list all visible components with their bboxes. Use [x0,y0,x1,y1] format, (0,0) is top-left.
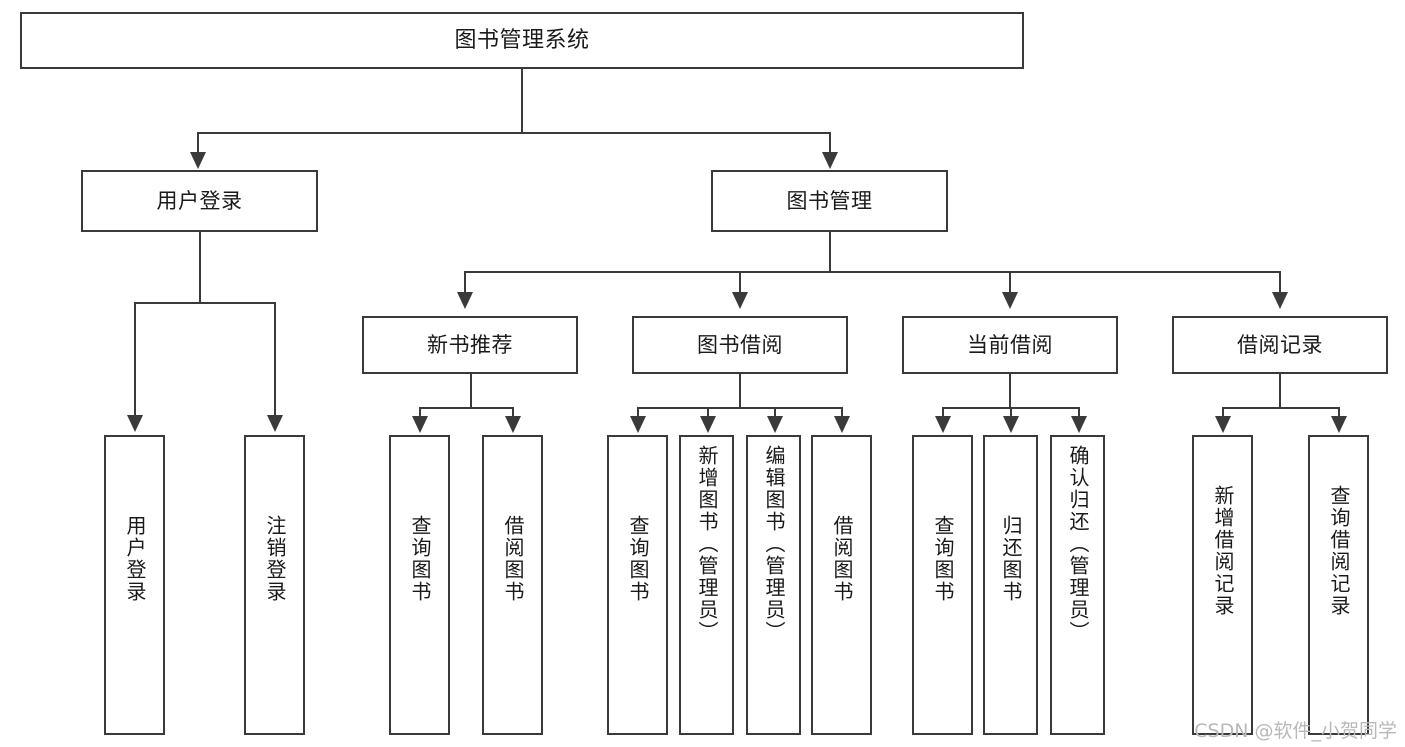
connector-root-bus [197,132,829,134]
leaf-label: 借阅图书 [501,515,525,603]
arrowhead-to-book-borrow [732,292,748,309]
arrowhead-current-borrow-leaf-2 [1003,416,1019,433]
arrowhead-root-to-user-login [190,152,206,169]
arrowhead-new-book-leaf-1 [412,416,428,433]
connector-book-borrow-drop-3 [774,407,776,419]
connector-root-drop-1 [197,132,199,155]
leaf-label: 查询借阅记录 [1327,485,1351,617]
leaf-label: 新增借阅记录 [1211,485,1235,617]
arrowhead-to-leaf-logout [267,415,283,432]
node-new-book-recommend[interactable]: 新书推荐 [362,316,578,374]
arrowhead-borrow-record-leaf-1 [1215,416,1231,433]
connector-borrow-record-drop-1 [1222,407,1224,419]
arrowhead-to-leaf-user-login [127,415,143,432]
node-label: 图书管理 [786,188,873,213]
connector-book-mgmt-drop-2 [739,271,741,295]
arrowhead-book-borrow-leaf-3 [767,416,783,433]
connector-current-borrow-stem [1009,374,1011,407]
leaf-current-query-book[interactable]: 查询图书 [912,435,973,735]
connector-user-login-bus [134,302,275,304]
arrowhead-to-borrow-record [1272,292,1288,309]
node-label: 当前借阅 [967,332,1053,357]
connector-user-login-stem [199,232,201,302]
connector-root-drop-2 [829,132,831,155]
leaf-label: 查询图书 [408,515,432,603]
leaf-edit-book-admin[interactable]: 编辑图书（管理员） [746,435,801,735]
leaf-return-book[interactable]: 归还图书 [983,435,1038,735]
leaf-label: 用户登录 [123,515,147,603]
connector-current-borrow-drop-3 [1078,407,1080,419]
leaf-new-book-query[interactable]: 查询图书 [389,435,450,735]
node-book-borrow[interactable]: 图书借阅 [632,316,848,374]
connector-new-book-bus [419,407,512,409]
arrowhead-new-book-leaf-2 [505,416,521,433]
node-borrow-record[interactable]: 借阅记录 [1172,316,1388,374]
arrowhead-book-borrow-leaf-2 [700,416,716,433]
connector-borrow-record-bus [1222,407,1338,409]
leaf-label: 确认归还（管理员） [1066,445,1090,643]
leaf-borrow-query-book[interactable]: 查询图书 [607,435,668,735]
arrowhead-book-borrow-leaf-1 [630,416,646,433]
arrowhead-current-borrow-leaf-3 [1071,416,1087,433]
connector-book-borrow-bus [637,407,841,409]
leaf-label: 查询图书 [931,515,955,603]
connector-book-mgmt-drop-3 [1009,271,1011,295]
leaf-label: 归还图书 [999,515,1023,603]
connector-book-borrow-drop-4 [841,407,843,419]
leaf-label: 查询图书 [626,515,650,603]
node-current-borrow[interactable]: 当前借阅 [902,316,1118,374]
leaf-query-borrow-record[interactable]: 查询借阅记录 [1308,435,1369,735]
connector-borrow-record-drop-2 [1338,407,1340,419]
arrowhead-to-current-borrow [1002,292,1018,309]
connector-book-borrow-drop-1 [637,407,639,419]
connector-book-mgmt-drop-1 [464,271,466,295]
node-root-system[interactable]: 图书管理系统 [20,12,1024,69]
leaf-add-book-admin[interactable]: 新增图书（管理员） [679,435,734,735]
leaf-new-book-borrow[interactable]: 借阅图书 [482,435,543,735]
connector-user-login-drop-1 [134,302,136,418]
connector-borrow-record-stem [1279,374,1281,407]
connector-new-book-stem [470,374,472,407]
connector-user-login-drop-2 [274,302,276,418]
leaf-label: 注销登录 [263,515,287,603]
node-label: 新书推荐 [427,332,513,357]
leaf-add-borrow-record[interactable]: 新增借阅记录 [1192,435,1253,735]
connector-book-mgmt-stem [829,232,831,271]
node-book-management[interactable]: 图书管理 [711,170,948,232]
connector-book-mgmt-bus [464,271,1280,273]
connector-book-borrow-stem [739,374,741,407]
connector-new-book-drop-1 [419,407,421,419]
leaf-label: 借阅图书 [830,515,854,603]
node-label: 图书管理系统 [454,27,590,53]
node-label: 用户登录 [156,188,243,213]
connector-book-borrow-drop-2 [707,407,709,419]
arrowhead-borrow-record-leaf-2 [1331,416,1347,433]
node-label: 图书借阅 [697,332,783,357]
leaf-user-login[interactable]: 用户登录 [104,435,165,735]
leaf-logout-login[interactable]: 注销登录 [244,435,305,735]
watermark-text: CSDN @软件_小贺同学 [1194,720,1397,742]
arrowhead-current-borrow-leaf-1 [935,416,951,433]
leaf-label: 编辑图书（管理员） [762,445,786,643]
arrowhead-root-to-book-mgmt [822,152,838,169]
connector-new-book-drop-2 [512,407,514,419]
connector-current-borrow-drop-2 [1010,407,1012,419]
leaf-confirm-return-admin[interactable]: 确认归还（管理员） [1050,435,1105,735]
connector-root-stem [521,69,523,132]
connector-current-borrow-drop-1 [942,407,944,419]
node-user-login[interactable]: 用户登录 [81,170,318,232]
arrowhead-to-new-book-recommend [457,292,473,309]
arrowhead-book-borrow-leaf-4 [834,416,850,433]
leaf-borrow-book[interactable]: 借阅图书 [811,435,872,735]
node-label: 借阅记录 [1237,332,1323,357]
leaf-label: 新增图书（管理员） [695,445,719,643]
connector-book-mgmt-drop-4 [1279,271,1281,295]
